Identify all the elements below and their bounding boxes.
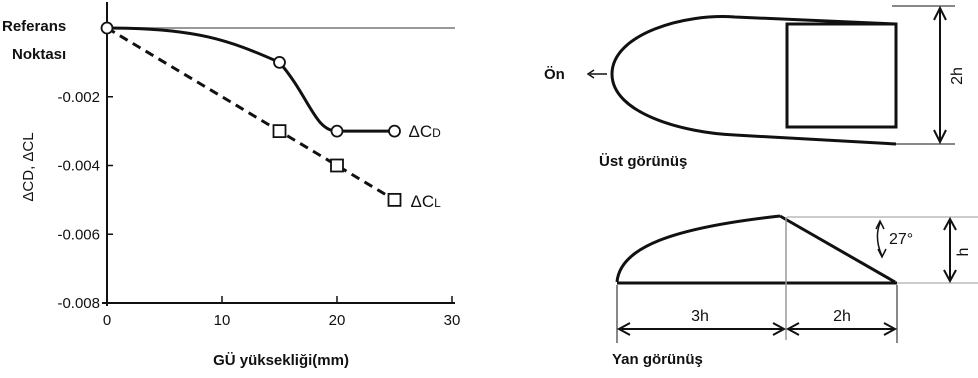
series-label-sub: D xyxy=(432,126,441,140)
top-dim-arrowhead-up xyxy=(933,5,947,21)
y-axis-title-text: ΔCD, ΔCL xyxy=(20,132,37,201)
series-dcl-point xyxy=(330,158,344,173)
side-dim-arrowhead-down xyxy=(943,269,957,284)
angle-label: 27° xyxy=(889,231,913,248)
top-view-cavity xyxy=(785,22,898,129)
series-dcl-point xyxy=(272,124,287,139)
series-dcd-point xyxy=(273,55,286,69)
series-dcd-point xyxy=(100,21,114,35)
series-label-main: ΔC xyxy=(411,192,435,211)
y-tick-label: -0.004 xyxy=(57,158,100,175)
angle-arrowhead-down xyxy=(877,248,887,259)
side-view-label: Yan görünüş xyxy=(612,351,703,368)
y-axis-title: ΔCD, ΔCL xyxy=(20,132,37,201)
length-dim-front-arrowhead-left xyxy=(616,322,631,336)
series-dcl-line xyxy=(106,26,396,202)
top-view-label: Üst görünüş xyxy=(599,153,687,170)
x-ticks: 0 10 20 30 xyxy=(103,296,461,329)
chart: Referans Noktası ΔCD, ΔCL -0.002-0.004-0… xyxy=(2,2,460,369)
x-tick-label: 10 xyxy=(214,312,231,329)
length-rear-label: 2h xyxy=(833,308,851,325)
side-view-roof xyxy=(615,214,781,283)
y-tick-label: -0.006 xyxy=(57,226,100,243)
y-ticks: -0.002 -0.004 -0.006 -0.008 xyxy=(57,89,113,312)
side-dim-arrowhead-up xyxy=(943,216,957,231)
x-tick-label: 30 xyxy=(444,312,461,329)
reference-label-line1: Referans xyxy=(2,18,66,35)
series-dcd-point xyxy=(388,124,401,138)
length-front-label: 3h xyxy=(691,308,709,325)
length-dim-rear-arrowhead-left xyxy=(785,322,800,336)
front-arrowhead xyxy=(586,69,595,79)
top-dim-width-label: 2h xyxy=(949,67,966,85)
front-label: Ön xyxy=(544,66,565,83)
series-dcl-point xyxy=(387,192,402,207)
angle-arrowhead-up xyxy=(875,219,885,230)
length-dim-front-arrowhead-right xyxy=(772,322,787,336)
side-dim-height-label: h xyxy=(955,248,972,257)
series-dcd-point xyxy=(330,124,344,138)
reference-label-line2: Noktası xyxy=(12,46,66,63)
top-view-body xyxy=(610,15,897,146)
side-view-slant xyxy=(779,214,896,284)
top-dim-arrowhead-down xyxy=(933,129,947,145)
y-tick-label: -0.002 xyxy=(57,89,100,106)
vehicle-diagram: 2h Ön Üst görünüş 27° h 3h 2h xyxy=(544,5,978,368)
series-label-sub: L xyxy=(434,196,441,210)
series-label: ΔCL xyxy=(411,192,442,211)
x-tick-label: 20 xyxy=(329,312,346,329)
x-tick-label: 0 xyxy=(103,312,111,329)
series-label-main: ΔC xyxy=(409,122,433,141)
length-dim-rear-arrowhead-right xyxy=(883,322,898,336)
series-label: ΔCD xyxy=(409,122,442,141)
y-tick-label: -0.008 xyxy=(57,295,100,312)
x-axis-title: GÜ yüksekliği(mm) xyxy=(213,352,349,369)
